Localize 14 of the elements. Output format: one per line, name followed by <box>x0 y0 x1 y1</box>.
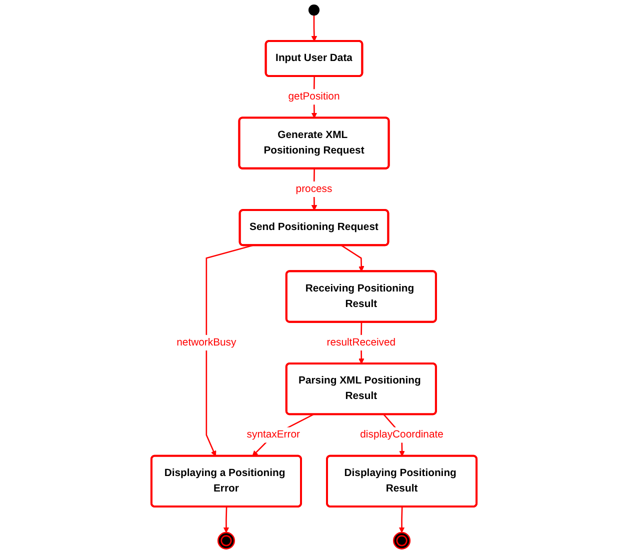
edge-label: getPosition <box>288 91 340 102</box>
edge-label: networkBusy <box>176 336 236 348</box>
edge-label: process <box>296 183 332 194</box>
edge-label: displayCoordinate <box>360 429 444 440</box>
edge-label: resultReceived <box>326 336 396 348</box>
arrow <box>311 14 318 42</box>
arrow <box>206 244 253 456</box>
arrow <box>398 506 405 533</box>
node-bullseye <box>217 532 235 550</box>
node-circle <box>308 4 320 16</box>
arrow <box>223 506 230 533</box>
node-bullseye <box>393 532 411 550</box>
edge-label: syntaxError <box>246 429 300 440</box>
arrow <box>341 244 364 272</box>
